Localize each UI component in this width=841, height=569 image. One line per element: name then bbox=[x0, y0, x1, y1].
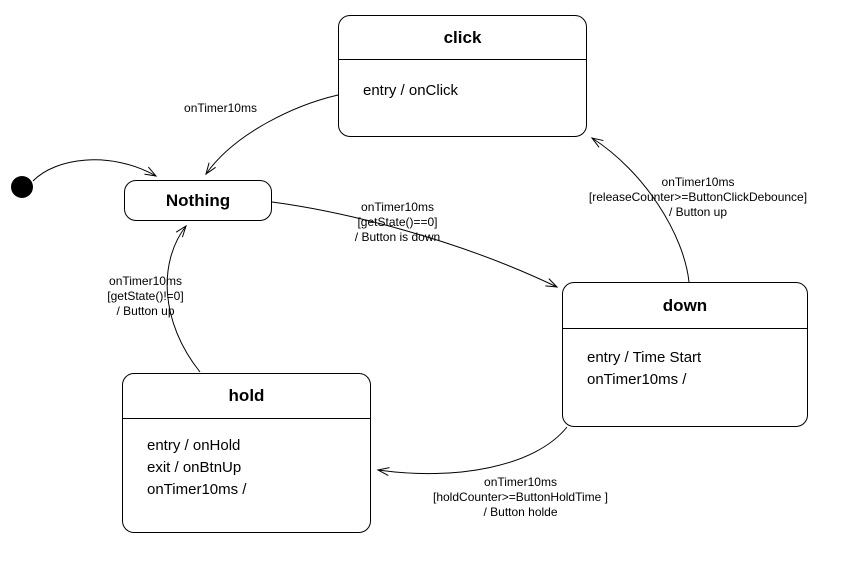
transition-trigger: onTimer10ms bbox=[484, 475, 557, 489]
transition-label-down-to-hold: onTimer10ms [holdCounter>=ButtonHoldTime… bbox=[433, 475, 608, 520]
state-hold-actions: entry / onHold exit / onBtnUp onTimer10m… bbox=[123, 419, 370, 501]
transition-action: / Button is down bbox=[354, 230, 441, 244]
transition-label-down-to-click: onTimer10ms [releaseCounter>=ButtonClick… bbox=[588, 175, 808, 220]
transition-hold-to-nothing bbox=[166, 224, 201, 373]
transition-guard: [holdCounter>=ButtonHoldTime ] bbox=[433, 490, 608, 504]
state-hold: hold entry / onHold exit / onBtnUp onTim… bbox=[122, 373, 371, 533]
transition-trigger: onTimer10ms bbox=[661, 175, 735, 189]
transition-trigger: onTimer10ms bbox=[184, 101, 257, 115]
transition-guard: [getState()==0] bbox=[357, 215, 438, 229]
state-hold-title: hold bbox=[123, 374, 370, 419]
transition-label-click-to-nothing: onTimer10ms bbox=[158, 101, 283, 116]
transition-click-to-nothing bbox=[205, 94, 339, 176]
state-action: entry / onClick bbox=[363, 82, 459, 99]
transition-guard: [getState()!=0] bbox=[107, 289, 184, 303]
transition-action: / Button up bbox=[668, 205, 728, 219]
state-nothing-title: Nothing bbox=[165, 190, 231, 210]
transition-trigger: onTimer10ms bbox=[361, 200, 434, 214]
transition-guard: [releaseCounter>=ButtonClickDebounce] bbox=[588, 190, 808, 204]
state-down-title: down bbox=[563, 283, 807, 329]
state-action: entry / Time Start bbox=[587, 349, 702, 366]
transition-label-nothing-to-down: onTimer10ms [getState()==0] / Button is … bbox=[325, 200, 470, 245]
transition-trigger: onTimer10ms bbox=[109, 274, 182, 288]
transition-initial-to-nothing bbox=[32, 159, 158, 182]
transition-action: / Button up bbox=[116, 304, 175, 318]
state-action: onTimer10ms / bbox=[147, 481, 247, 498]
transition-down-to-hold bbox=[376, 426, 568, 476]
state-nothing: Nothing bbox=[124, 180, 272, 221]
initial-state-dot bbox=[11, 176, 33, 198]
transition-nothing-to-down bbox=[271, 201, 559, 288]
state-click-actions: entry / onClick bbox=[339, 60, 586, 102]
state-down-actions: entry / Time Start onTimer10ms / bbox=[563, 329, 807, 391]
transition-label-hold-to-nothing: onTimer10ms [getState()!=0] / Button up bbox=[93, 274, 198, 319]
state-action: exit / onBtnUp bbox=[147, 459, 242, 476]
state-click: click entry / onClick bbox=[338, 15, 587, 137]
state-action: onTimer10ms / bbox=[587, 371, 687, 388]
state-click-title: click bbox=[339, 16, 586, 60]
state-action: entry / onHold bbox=[147, 437, 241, 454]
state-down: down entry / Time Start onTimer10ms / bbox=[562, 282, 808, 427]
transition-action: / Button holde bbox=[483, 505, 558, 519]
transition-down-to-click bbox=[590, 137, 690, 283]
